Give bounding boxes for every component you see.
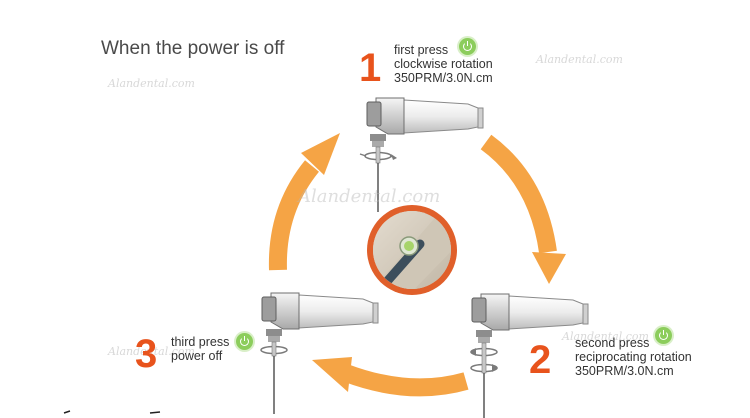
power-button-icon [655,327,672,344]
step-3-description: third press power off [171,335,229,363]
step-1-line-1: first press [394,43,449,57]
step-2-line-1: second press [575,336,650,350]
watermark: Alandental.com [108,77,195,90]
watermark: Alandental.com [536,53,623,66]
step-2-description: second press reciprocating rotation 350P… [575,336,692,378]
watermark: Alandental.com [108,345,195,358]
step-2-line-3: 350PRM/3.0N.cm [575,364,674,378]
step-1-line-3: 350PRM/3.0N.cm [394,71,493,85]
step-1-description: first press clockwise rotation 350PRM/3.… [394,43,493,85]
page-title: When the power is off [101,38,285,59]
edge-mark [63,410,161,414]
cycle-arrow-icon [312,357,469,397]
step-3-line-1: third press [171,335,230,349]
power-button-icon [236,333,253,350]
step-1-number: 1 [359,46,382,90]
step-3-number: 3 [135,332,158,376]
cycle-arrow-icon [480,134,566,284]
handpiece-icon [260,292,379,414]
power-button-icon [459,38,476,55]
handpiece-icon [470,293,589,418]
handpiece-closeup [367,205,457,295]
cycle-arrow-icon [268,133,340,271]
step-1-line-2: clockwise rotation [394,57,493,71]
step-3-line-2: power off [171,349,223,363]
step-2-line-2: reciprocating rotation [575,350,692,364]
watermark: Alandental.com [298,186,441,207]
handpiece-icon [359,97,484,212]
step-2-number: 2 [529,338,552,382]
watermark: Alandental.com [562,330,649,343]
